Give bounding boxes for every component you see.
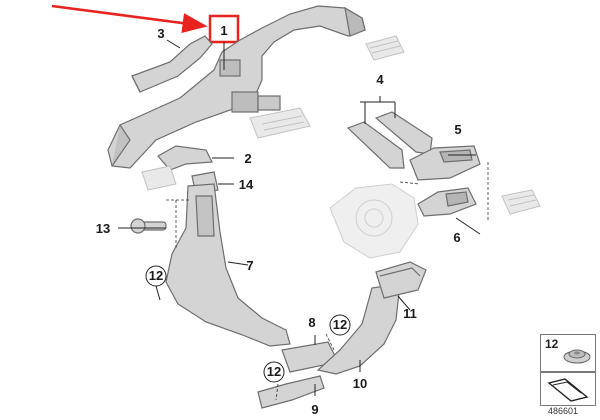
legend-box-item-12[interactable]: 12 — [540, 334, 596, 372]
part-11-bracket[interactable] — [375, 261, 427, 299]
svg-text:12: 12 — [149, 268, 163, 283]
faded-heater-unit — [329, 183, 419, 259]
callout-4[interactable]: 4 — [376, 72, 384, 87]
callout-2[interactable]: 2 — [244, 151, 251, 166]
callout-5[interactable]: 5 — [454, 122, 461, 137]
part-4-duct-pair[interactable] — [346, 111, 433, 169]
direction-arrow-icon — [547, 378, 589, 402]
callout-8[interactable]: 8 — [308, 315, 315, 330]
callout-3[interactable]: 3 — [157, 26, 164, 41]
callout-7[interactable]: 7 — [246, 258, 253, 273]
faded-grille-upper-right — [365, 35, 405, 61]
callout-14[interactable]: 14 — [239, 177, 254, 192]
assembly-dash-lines — [166, 162, 489, 401]
legend-box-direction — [540, 372, 596, 406]
callout-11[interactable]: 11 — [403, 306, 417, 321]
faded-grille-middle — [249, 107, 311, 139]
part-9-floor-duct[interactable] — [257, 375, 325, 409]
callout-13[interactable]: 13 — [96, 221, 110, 236]
part-13-clip[interactable] — [130, 218, 167, 234]
callout-1[interactable]: 1 — [220, 23, 227, 38]
part-3-duct-section[interactable] — [131, 35, 213, 93]
callout-12-circle-a[interactable]: 12 — [145, 265, 167, 287]
callout-10[interactable]: 10 — [353, 376, 367, 391]
legend-item-number: 12 — [545, 337, 559, 351]
part-7-lower-duct[interactable] — [165, 183, 291, 347]
red-pointer-arrow — [51, 4, 208, 33]
faded-grille-right — [501, 189, 541, 215]
diagram-id: 486601 — [548, 406, 579, 416]
callout-6[interactable]: 6 — [453, 230, 460, 245]
svg-text:12: 12 — [333, 317, 347, 332]
callout-9[interactable]: 9 — [311, 402, 318, 417]
part-1-main-air-duct[interactable] — [107, 5, 366, 169]
faded-vent-left — [141, 165, 177, 191]
svg-text:12: 12 — [267, 364, 281, 379]
grommet-icon — [563, 349, 591, 364]
part-6-vent-duct[interactable] — [417, 187, 477, 217]
leader-lines — [118, 39, 481, 396]
callout-12-circle-c[interactable]: 12 — [263, 361, 285, 383]
part-10-rear-duct[interactable] — [316, 283, 401, 375]
callout-12-circle-b[interactable]: 12 — [329, 314, 351, 336]
